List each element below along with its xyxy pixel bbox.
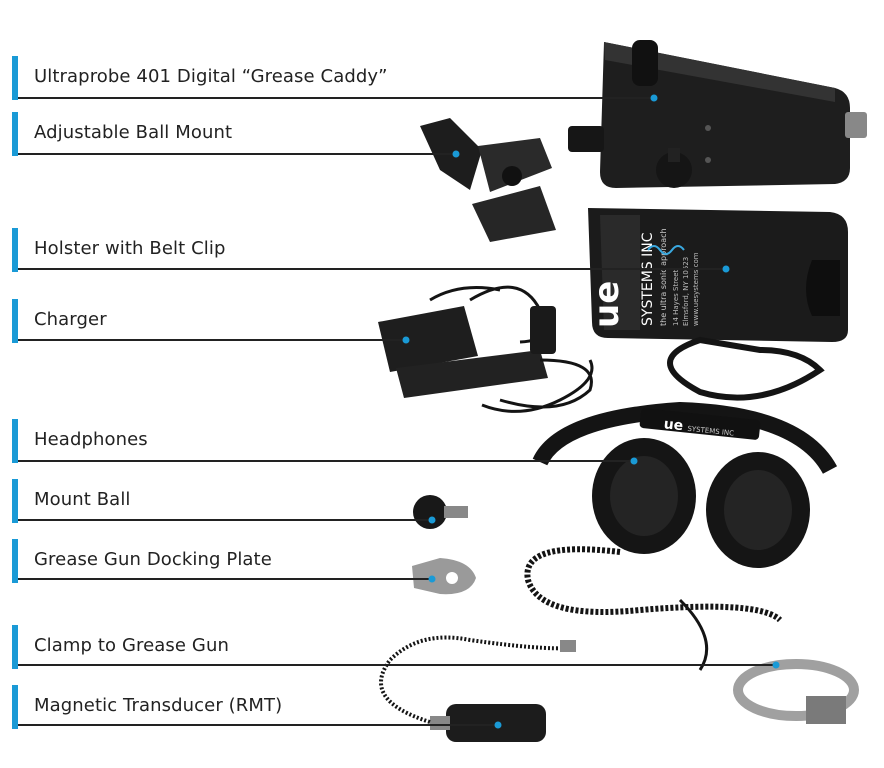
leader-ball-mount bbox=[18, 153, 456, 155]
clamp-image bbox=[733, 659, 859, 724]
headphone-logo: ue bbox=[663, 416, 684, 434]
holster-brand-line4: Elmsford, NY 10523 bbox=[682, 257, 690, 326]
charger-image bbox=[378, 285, 594, 413]
leader-clamp bbox=[18, 664, 776, 666]
marker-ball-mount bbox=[452, 150, 460, 158]
leader-charger bbox=[18, 339, 406, 341]
marker-grease-caddy bbox=[650, 94, 658, 102]
holster-brand-line1: SYSTEMS INC bbox=[640, 232, 656, 326]
callout-bar bbox=[12, 56, 18, 100]
holster-brand-line3: 14 Hayes Street bbox=[672, 269, 680, 326]
callout-label-ball-mount: Adjustable Ball Mount bbox=[34, 122, 233, 143]
docking-plate-image bbox=[412, 558, 476, 595]
marker-headphones bbox=[630, 457, 638, 465]
holster-brand-line2: the ultra sonic approach bbox=[659, 228, 668, 326]
headphones-image: ue SYSTEMS INC bbox=[524, 401, 838, 671]
marker-holster bbox=[722, 265, 730, 273]
callout-label-headphones: Headphones bbox=[34, 429, 148, 450]
leader-transducer bbox=[18, 724, 498, 726]
transducer-image bbox=[379, 635, 576, 742]
callout-label-charger: Charger bbox=[34, 309, 107, 330]
holster-logo: ue bbox=[587, 281, 627, 328]
leader-docking-plate bbox=[18, 578, 432, 580]
callout-bar bbox=[12, 625, 18, 669]
leader-mount-ball bbox=[18, 519, 432, 521]
callout-label-clamp: Clamp to Grease Gun bbox=[34, 635, 229, 656]
marker-transducer bbox=[494, 721, 502, 729]
holster-image: ue SYSTEMS INC the ultra sonic approach … bbox=[587, 208, 848, 401]
holster-brand-line5: www.uesystems.com bbox=[692, 252, 700, 326]
callout-label-grease-caddy: Ultraprobe 401 Digital “Grease Caddy” bbox=[34, 66, 388, 87]
callout-label-docking-plate: Grease Gun Docking Plate bbox=[34, 549, 272, 570]
callout-bar bbox=[12, 539, 18, 583]
callout-bar bbox=[12, 419, 18, 463]
marker-docking-plate bbox=[428, 575, 436, 583]
marker-clamp bbox=[772, 661, 780, 669]
ball-mount-image bbox=[420, 118, 556, 242]
callout-bar bbox=[12, 299, 18, 343]
callout-label-mount-ball: Mount Ball bbox=[34, 489, 131, 510]
marker-mount-ball bbox=[428, 516, 436, 524]
callout-label-transducer: Magnetic Transducer (RMT) bbox=[34, 695, 283, 716]
leader-headphones bbox=[18, 460, 634, 462]
callout-bar bbox=[12, 685, 18, 729]
callout-bar bbox=[12, 112, 18, 156]
callout-bar bbox=[12, 228, 18, 272]
grease-caddy-image bbox=[568, 40, 867, 188]
callout-label-holster: Holster with Belt Clip bbox=[34, 238, 226, 259]
leader-grease-caddy bbox=[18, 97, 654, 99]
leader-holster bbox=[18, 268, 726, 270]
mount-ball-image bbox=[413, 495, 468, 529]
marker-charger bbox=[402, 336, 410, 344]
callout-bar bbox=[12, 479, 18, 523]
